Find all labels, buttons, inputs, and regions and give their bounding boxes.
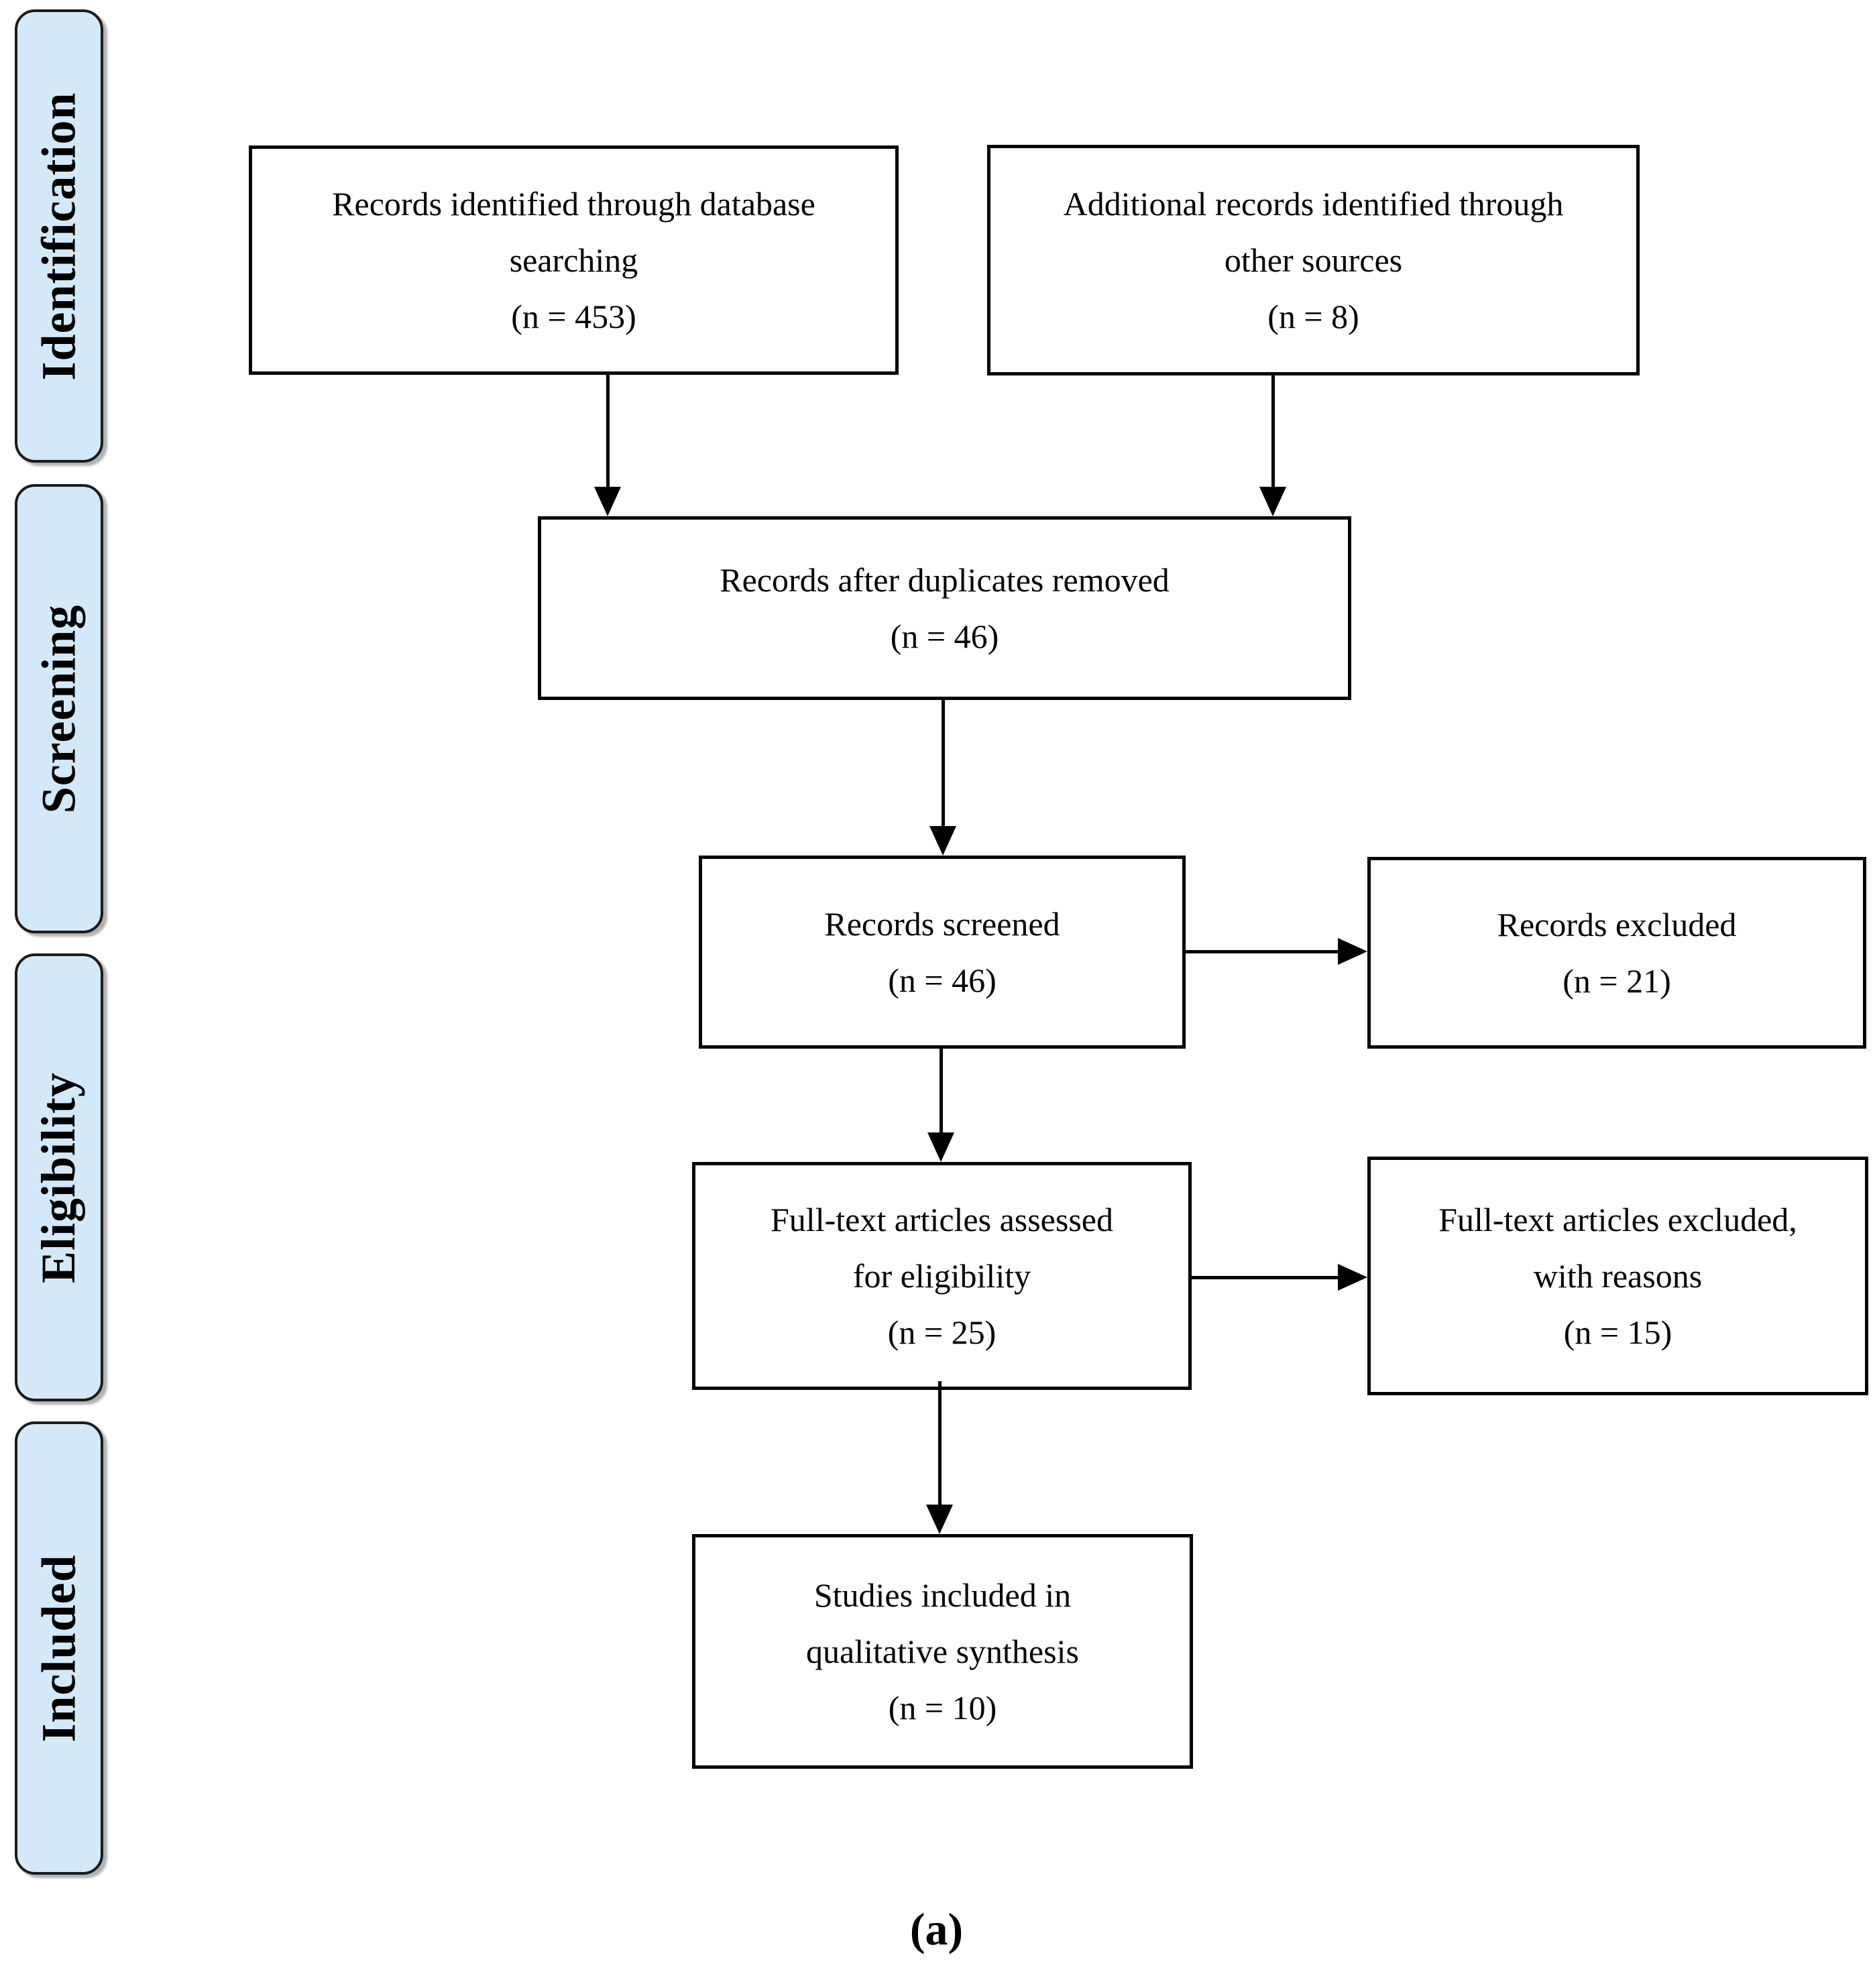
box-records-identified-text: Records identified through database sear… xyxy=(332,185,815,335)
stage-label-screening: Screening xyxy=(32,604,86,813)
arrow-deduplicated-to-screened-head xyxy=(929,826,956,856)
box-studies-included: Studies included in qualitative synthesi… xyxy=(692,1534,1193,1769)
arrow-screened-to-excluded-line xyxy=(1186,950,1341,953)
box-duplicates-removed-text: Records after duplicates removed (n = 46… xyxy=(720,561,1170,655)
arrow-fulltext-to-fulltext-excluded-line xyxy=(1192,1276,1341,1279)
stage-pill-identification: Identification xyxy=(15,9,103,463)
box-fulltext-assessed-text: Full-text articles assessed for eligibil… xyxy=(771,1201,1113,1351)
box-records-screened: Records screened (n = 46) xyxy=(699,856,1186,1049)
box-records-excluded-text: Records excluded (n = 21) xyxy=(1497,906,1737,1000)
box-additional-records: Additional records identified through ot… xyxy=(987,145,1640,375)
box-duplicates-removed: Records after duplicates removed (n = 46… xyxy=(538,516,1351,700)
figure-caption: (a) xyxy=(909,1904,964,1954)
arrow-fulltext-to-included-head xyxy=(926,1505,953,1534)
box-records-excluded: Records excluded (n = 21) xyxy=(1367,857,1866,1049)
arrow-additional-to-deduplicated-head xyxy=(1259,487,1286,516)
stage-pill-eligibility: Eligibility xyxy=(15,953,103,1401)
arrow-screened-to-excluded-head xyxy=(1338,938,1367,965)
arrow-fulltext-to-included-line xyxy=(938,1381,942,1507)
stage-label-included: Included xyxy=(32,1554,86,1743)
arrow-deduplicated-to-screened-line xyxy=(942,700,945,829)
stage-pill-included: Included xyxy=(15,1421,103,1875)
stage-label-eligibility: Eligibility xyxy=(32,1071,86,1283)
box-records-identified: Records identified through database sear… xyxy=(249,145,899,375)
arrow-identified-to-deduplicated-line xyxy=(606,375,610,491)
arrow-fulltext-to-fulltext-excluded-head xyxy=(1338,1264,1367,1291)
arrow-additional-to-deduplicated-line xyxy=(1271,375,1275,491)
box-additional-records-text: Additional records identified through ot… xyxy=(1063,185,1564,335)
arrow-identified-to-deduplicated-head xyxy=(594,487,621,516)
box-fulltext-assessed: Full-text articles assessed for eligibil… xyxy=(692,1162,1192,1390)
box-studies-included-text: Studies included in qualitative synthesi… xyxy=(806,1576,1079,1727)
stage-pill-screening: Screening xyxy=(15,484,103,933)
box-records-screened-text: Records screened (n = 46) xyxy=(824,905,1060,999)
stage-label-identification: Identification xyxy=(32,91,86,381)
box-fulltext-excluded-text: Full-text articles excluded, with reason… xyxy=(1438,1201,1797,1351)
arrow-screened-to-fulltext-head xyxy=(927,1132,954,1162)
box-fulltext-excluded: Full-text articles excluded, with reason… xyxy=(1367,1157,1868,1395)
arrow-screened-to-fulltext-line xyxy=(940,1049,943,1135)
